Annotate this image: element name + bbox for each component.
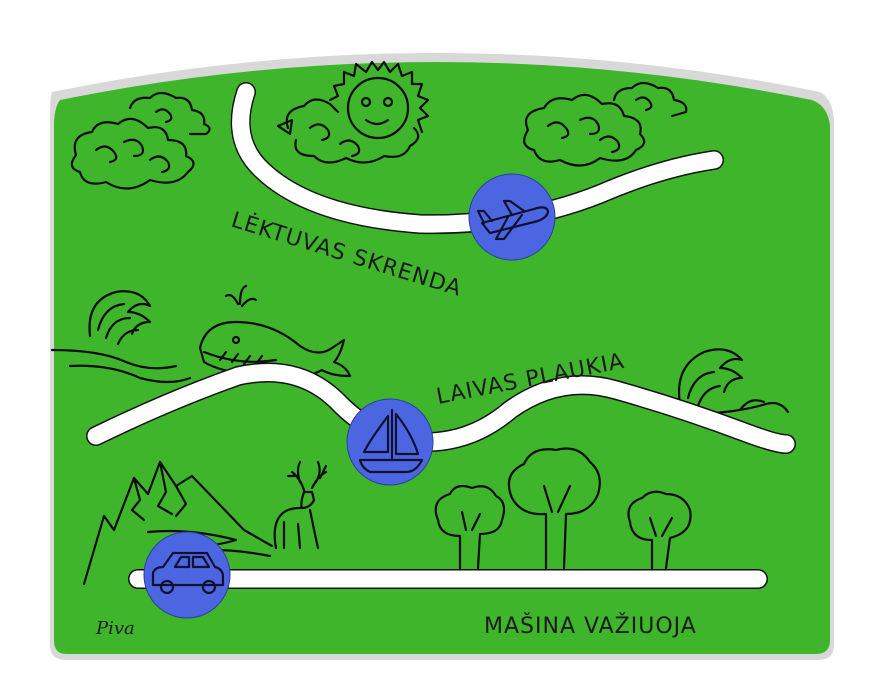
airplane-icon [476, 199, 550, 241]
cloud-icon [523, 81, 688, 167]
track-boat [86, 362, 796, 454]
whale-icon [198, 284, 352, 380]
wave-icon [50, 290, 192, 384]
tree-icon [507, 447, 601, 570]
track-label-car: MAŠINA VAŽIUOJA [484, 613, 697, 639]
tree-icon [434, 484, 506, 570]
boat-knob[interactable] [346, 398, 434, 486]
plane-knob[interactable] [468, 173, 556, 261]
car-knob[interactable] [143, 531, 231, 619]
board-panel [54, 62, 830, 654]
sun-icon [276, 60, 430, 164]
tree-icon [627, 490, 692, 570]
sailboat-icon [358, 408, 424, 474]
signature: Piva [95, 618, 135, 639]
car-icon [151, 551, 225, 595]
wave-icon [678, 348, 790, 416]
mountain-icon [82, 460, 274, 586]
cloud-icon [70, 91, 211, 190]
deer-icon [273, 460, 328, 550]
track-plane [230, 82, 724, 235]
